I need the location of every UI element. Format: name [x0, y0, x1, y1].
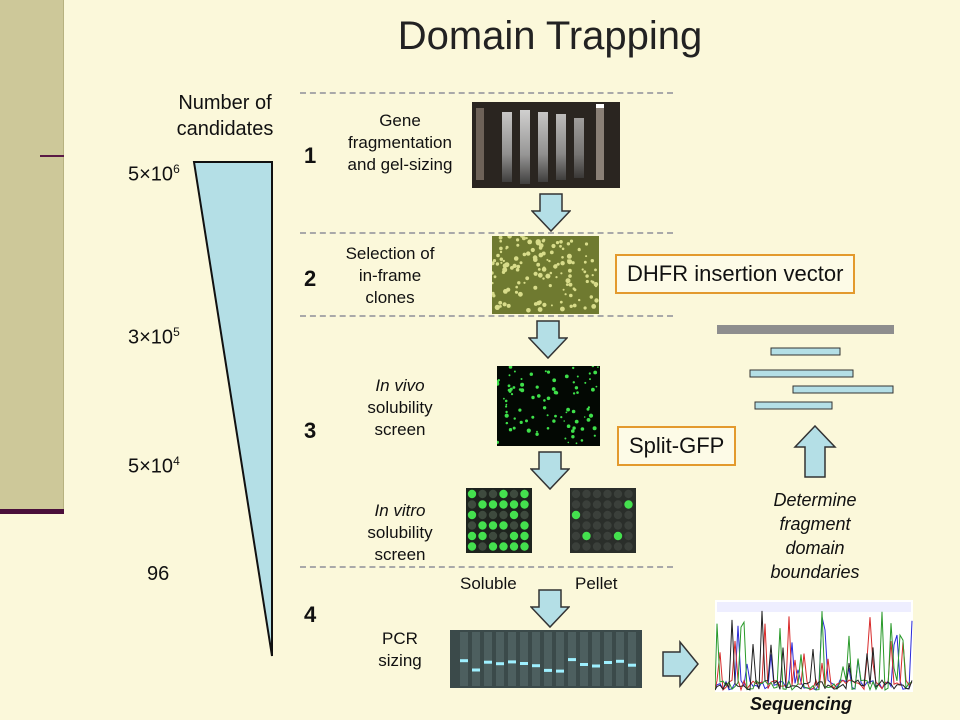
down-arrow-icon	[531, 193, 571, 233]
sequencing-chromatogram-image	[715, 600, 913, 692]
page-title: Domain Trapping	[397, 14, 703, 58]
dhfr-insertion-vector-box: DHFR insertion vector	[615, 254, 856, 294]
up-arrow-icon	[793, 425, 837, 478]
count-step-3: 5×104	[128, 454, 180, 478]
count-step-2: 3×105	[128, 325, 180, 349]
down-arrow-icon	[530, 589, 570, 629]
candidates-header: Number of candidates	[176, 92, 274, 140]
sequencing-label: Sequencing	[750, 694, 853, 714]
sidebar-panel	[0, 0, 64, 512]
step-number-2: 2	[304, 266, 317, 291]
soluble-label: Soluble	[460, 574, 517, 593]
pellet-label: Pellet	[575, 574, 618, 593]
step-number-3: 3	[304, 418, 317, 443]
count-step-4: 96	[147, 563, 170, 585]
divider	[300, 92, 673, 94]
down-arrow-icon	[530, 451, 570, 491]
pellet-plate-image	[570, 488, 636, 553]
sidebar-bottom-bar	[0, 509, 64, 514]
step-number-1: 1	[304, 143, 317, 168]
divider	[300, 315, 673, 317]
gel-electrophoresis-image	[472, 102, 620, 188]
soluble-plate-image	[466, 488, 532, 553]
split-gfp-box: Split-GFP	[617, 426, 737, 466]
down-arrow-icon	[528, 320, 568, 360]
sidebar-accent-line	[40, 155, 64, 157]
candidate-funnel-wedge	[192, 161, 273, 657]
divider	[300, 232, 673, 234]
count-step-1: 5×106	[128, 162, 180, 186]
in-vivo-fluorescence-image	[497, 366, 600, 446]
divider	[300, 566, 673, 568]
colony-plate-image	[492, 236, 599, 314]
step-number-4: 4	[304, 602, 317, 627]
fragment-alignment-diagram	[717, 325, 894, 410]
right-arrow-icon	[662, 640, 699, 688]
pcr-gel-image	[450, 630, 642, 688]
